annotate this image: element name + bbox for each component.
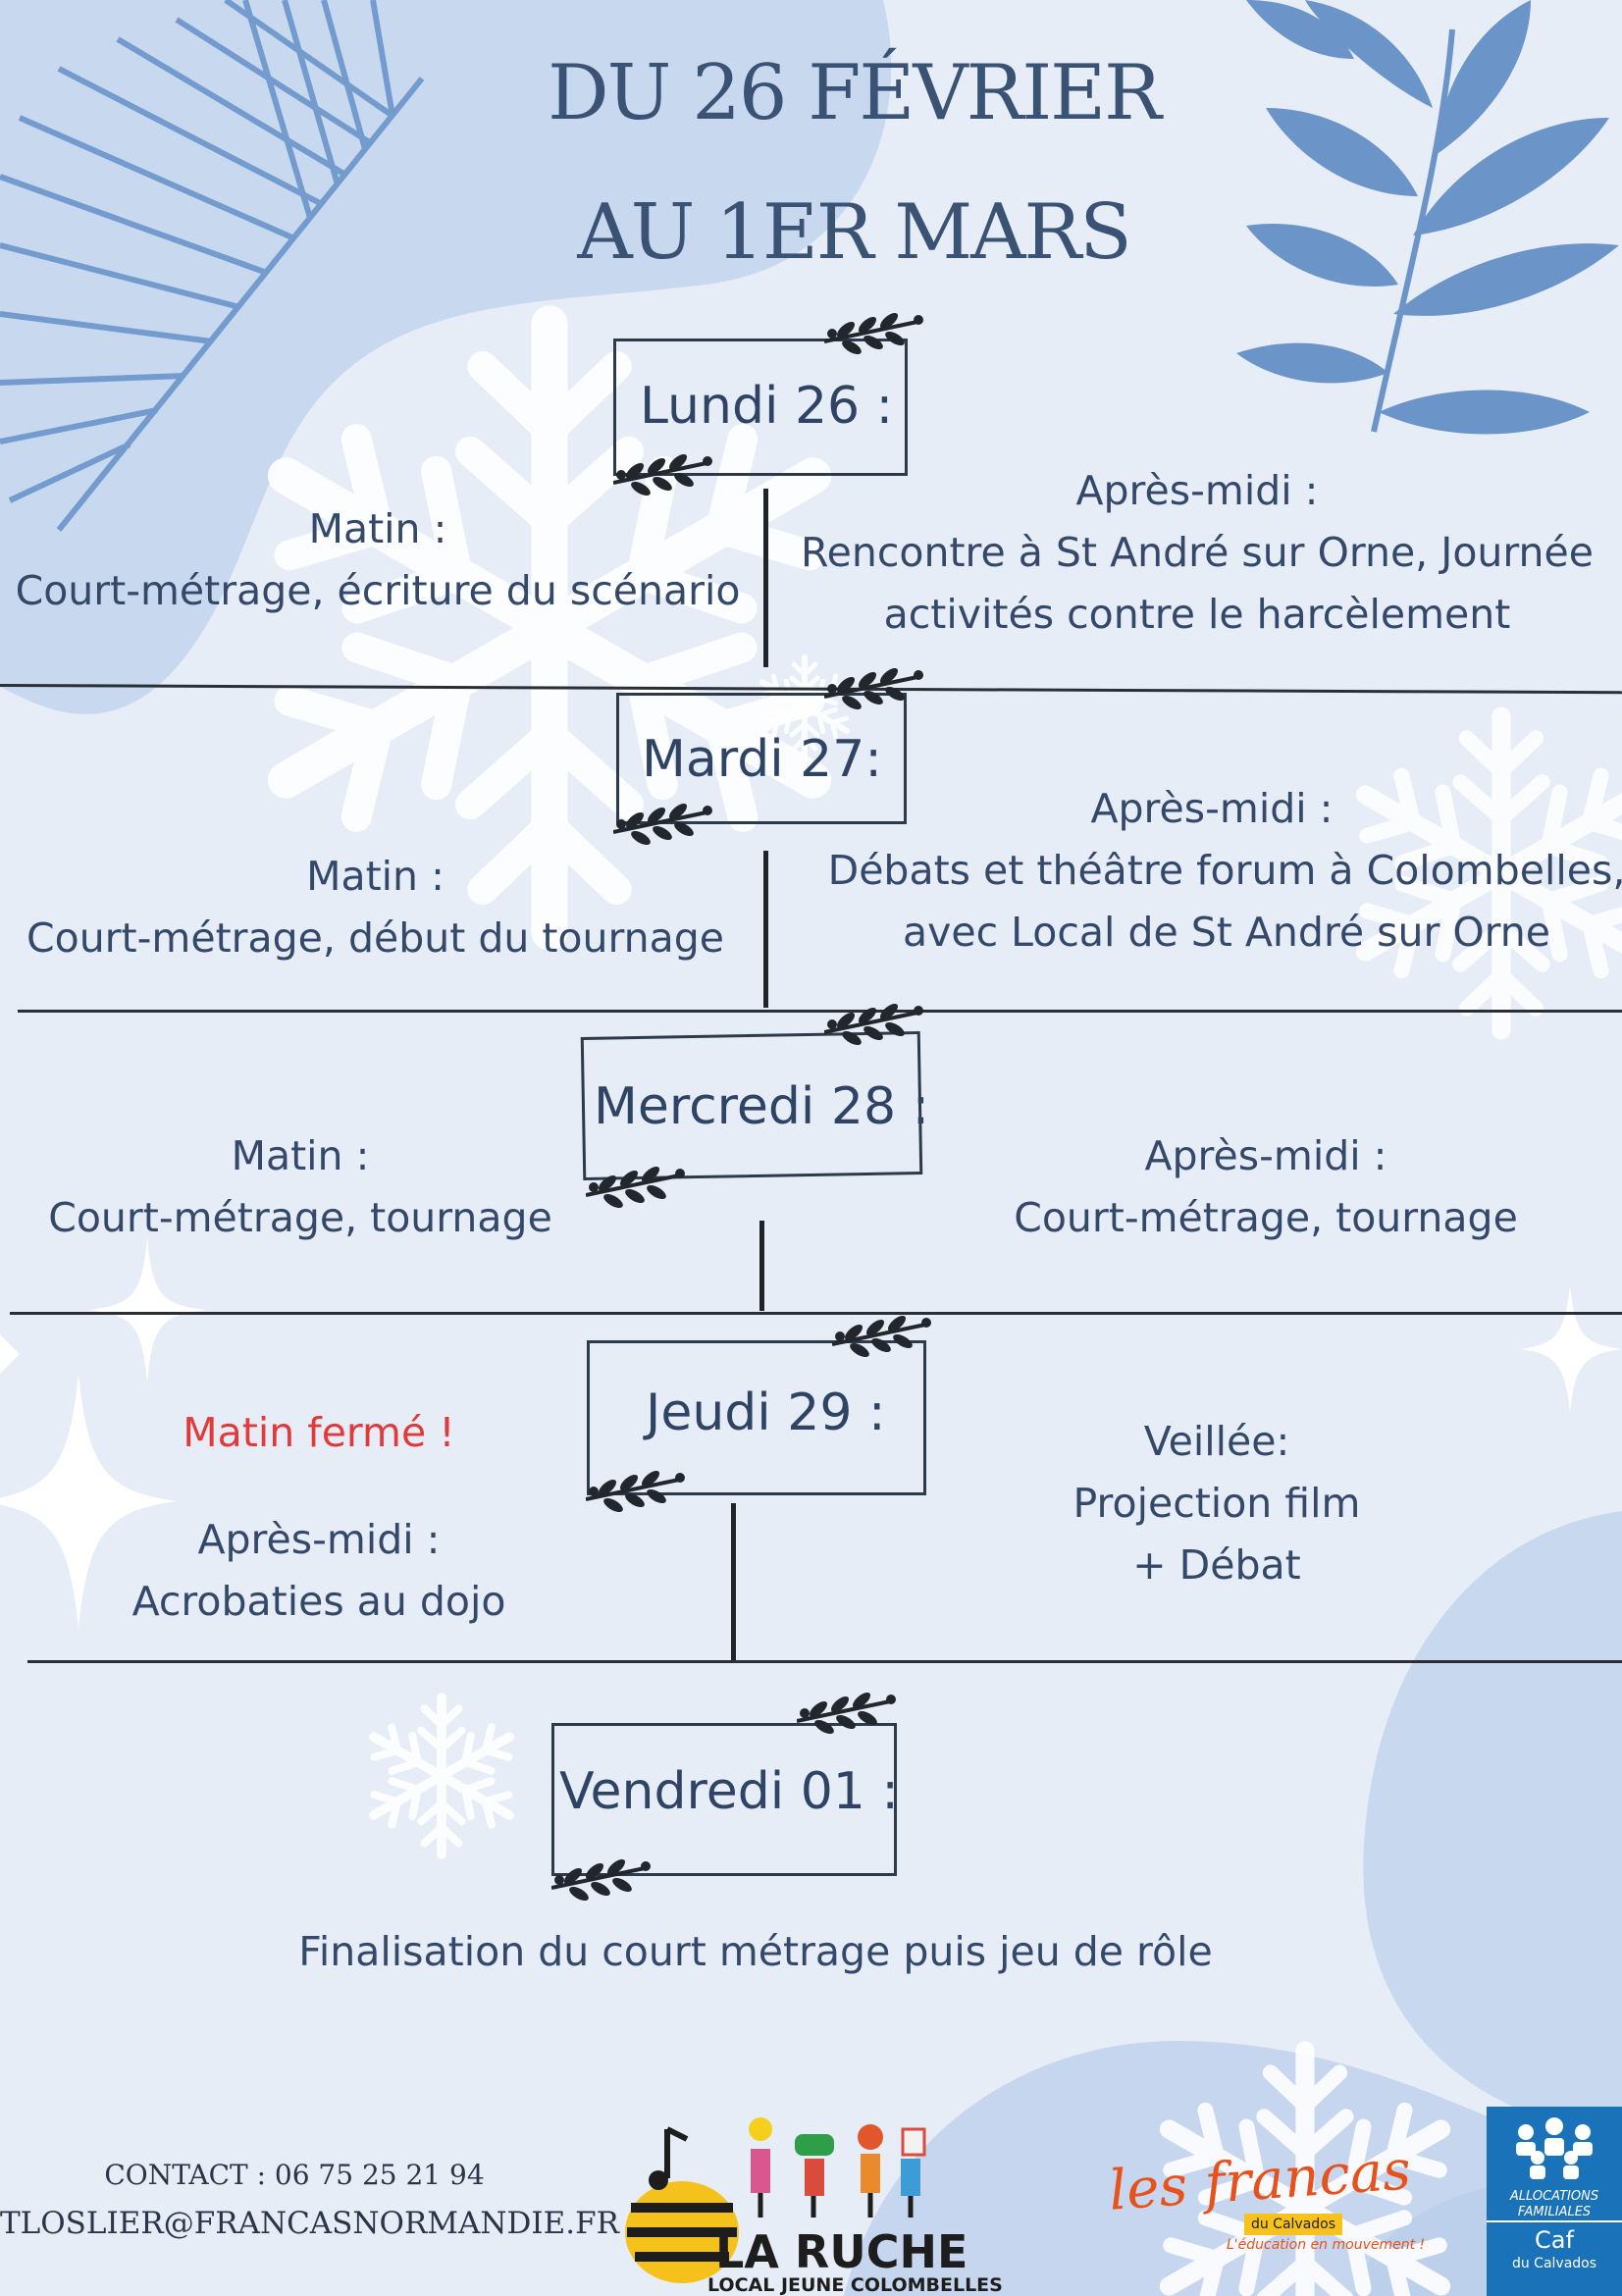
day-box-vendredi	[551, 1723, 897, 1876]
lundi-morning-text: Court-métrage, écriture du scénario	[15, 567, 741, 614]
contact-phone: CONTACT : 06 75 25 21 94	[104, 2159, 485, 2191]
day-box-lundi	[613, 339, 908, 476]
la-ruche-logo: LA RUCHE LOCAL JEUNE COLOMBELLES	[613, 2110, 1025, 2296]
leaves-icon	[1236, 0, 1619, 435]
jeudi-evening-title: Veillée:	[1143, 1418, 1290, 1465]
sprig-icon	[824, 312, 925, 359]
mercredi-morning-title: Matin :	[231, 1132, 370, 1179]
caf-divider	[1487, 2220, 1622, 2222]
mardi-morning-title: Matin :	[306, 853, 445, 900]
sprig-icon	[832, 1315, 933, 1362]
mardi-afternoon-line2: avec Local de St André sur Orne	[902, 909, 1551, 956]
palm-leaf-icon	[0, 0, 425, 532]
timeline-connector	[763, 851, 768, 1008]
caf-name: Caf	[1535, 2226, 1574, 2254]
separator-line	[18, 1010, 1622, 1013]
vendredi-text: Finalisation du court métrage puis jeu d…	[298, 1928, 1213, 1975]
mardi-morning-text: Court-métrage, début du tournage	[26, 914, 724, 962]
la-ruche-name: LA RUCHE	[715, 2225, 968, 2278]
sprig-icon	[613, 453, 714, 500]
day-label-mardi: Mardi 27:	[642, 730, 882, 789]
mercredi-morning-text: Court-métrage, tournage	[48, 1194, 552, 1241]
mardi-afternoon-line1: Débats et théâtre forum à Colombelles,	[827, 847, 1622, 894]
title-line-2: AU 1ER MARS	[577, 188, 1131, 277]
snowflake-icon	[363, 1697, 519, 1854]
day-label-mercredi: Mercredi 28 :	[594, 1077, 930, 1136]
caf-logo: ALLOCATIONS FAMILIALES Caf du Calvados	[1487, 2107, 1622, 2296]
day-label-vendredi: Vendredi 01 :	[559, 1762, 899, 1821]
day-box-jeudi	[587, 1340, 926, 1495]
lundi-afternoon-line1: Rencontre à St André sur Orne, Journée	[801, 529, 1594, 576]
lundi-afternoon-line2: activités contre le harcèlement	[883, 591, 1511, 638]
mercredi-afternoon-title: Après-midi :	[1144, 1132, 1387, 1179]
lundi-morning-title: Matin :	[308, 505, 447, 552]
caf-subtitle: du Calvados	[1511, 2256, 1597, 2271]
caf-line2: FAMILIALES	[1517, 2205, 1592, 2219]
day-label-jeudi: Jeudi 29 :	[646, 1383, 886, 1442]
jeudi-evening-line1: Projection film	[1073, 1480, 1361, 1527]
sprig-icon	[613, 803, 714, 850]
sparkle-icon	[0, 1236, 1622, 1629]
jeudi-closed-notice: Matin fermé !	[183, 1409, 455, 1456]
jeudi-afternoon-text: Acrobaties au dojo	[131, 1578, 506, 1625]
mardi-afternoon-title: Après-midi :	[1090, 785, 1334, 832]
la-ruche-subtitle: LOCAL JEUNE COLOMBELLES	[707, 2274, 1003, 2296]
timeline-connector	[759, 1221, 764, 1311]
mercredi-afternoon-text: Court-métrage, tournage	[1014, 1194, 1518, 1241]
separator-line	[27, 1660, 1622, 1663]
lundi-afternoon-title: Après-midi :	[1075, 467, 1319, 514]
sprig-icon	[797, 1692, 898, 1739]
separator-line	[10, 1312, 1622, 1315]
francas-name: les francas	[1107, 2138, 1413, 2223]
jeudi-evening-line2: + Débat	[1132, 1541, 1301, 1589]
sprig-icon	[586, 1166, 687, 1213]
la-ruche-emblem-icon	[625, 2117, 926, 2283]
francas-subtitle: du Calvados	[1244, 2214, 1342, 2235]
contact-email: TLOSLIER@FRANCASNORMANDIE.FR	[0, 2206, 619, 2241]
sprig-icon	[551, 1858, 653, 1905]
day-label-lundi: Lundi 26 :	[640, 377, 894, 436]
timeline-connector	[763, 489, 768, 667]
timeline-connector	[731, 1503, 736, 1662]
caf-line1: ALLOCATIONS	[1509, 2189, 1599, 2204]
sprig-icon	[824, 667, 925, 714]
jeudi-afternoon-title: Après-midi :	[197, 1516, 441, 1563]
sprig-icon	[824, 1003, 925, 1050]
title-line-1: DU 26 FÉVRIER	[548, 49, 1162, 137]
caf-family-icon	[1516, 2117, 1593, 2179]
day-box-mardi	[616, 693, 907, 824]
les-francas-logo: les francas du Calvados L'éducation en m…	[1107, 2138, 1425, 2257]
francas-tagline: L'éducation en mouvement !	[1227, 2237, 1426, 2253]
